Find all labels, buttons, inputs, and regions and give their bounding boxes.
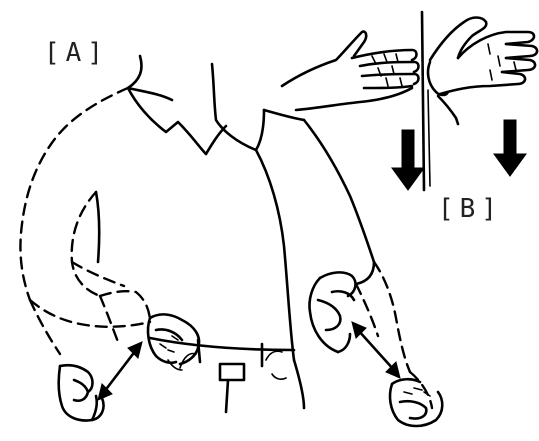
- right-arm-dashed-outline: [356, 262, 432, 408]
- panel-label-b: [B]: [438, 196, 503, 222]
- panel-label-a: [A]: [44, 40, 109, 66]
- vertical-rope: [422, 12, 424, 190]
- shirt-collar: [128, 56, 304, 154]
- left-hand-b: [282, 32, 419, 110]
- motion-arrow-right: [352, 322, 400, 378]
- down-arrow-left: [392, 130, 424, 190]
- shirt-body: [96, 120, 374, 412]
- panel-b-drawing: [282, 12, 537, 190]
- vertical-rope-shadow: [428, 90, 430, 186]
- panel-a-drawing: [20, 56, 442, 426]
- left-arm-dashed-outline: [20, 88, 150, 354]
- right-lower-fist: [390, 379, 442, 426]
- left-hanging-fist: [59, 365, 104, 420]
- motion-arrow-left: [98, 342, 142, 400]
- down-arrow-right: [494, 120, 526, 176]
- right-hand-b: [428, 18, 537, 125]
